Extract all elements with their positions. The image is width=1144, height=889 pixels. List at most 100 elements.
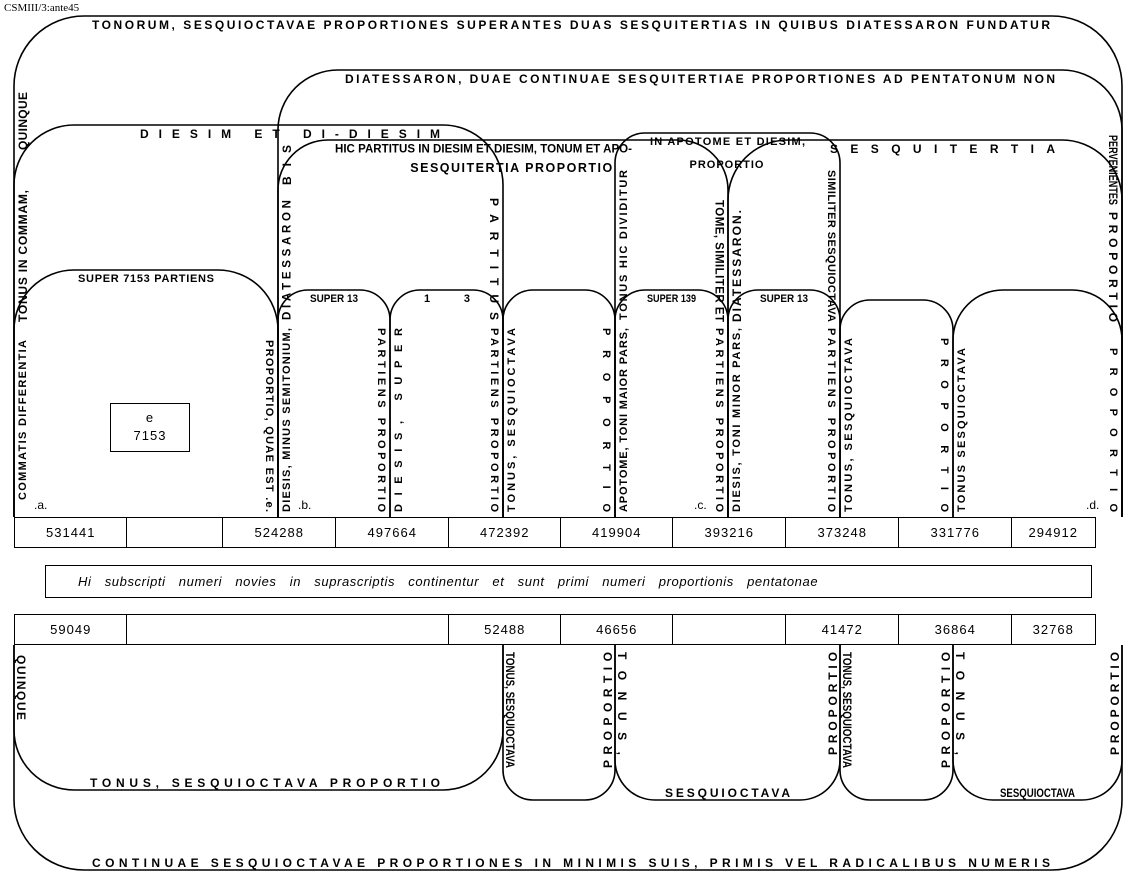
small-2-text-r: PARTIENS PROPORTIO: [488, 328, 500, 512]
number-cell: 331776: [898, 517, 1013, 548]
partitus-end-label: TOME, SIMILITER ET: [713, 200, 725, 322]
lower-outer-text-l: QUINQUE: [14, 655, 28, 720]
partitus-arch: [277, 139, 729, 517]
lower-outer-text-t: CONTINUAE SESQUIOCTAVAE PROPORTIONES IN …: [92, 856, 1050, 870]
tonus-dividitur-inner-label: PROPORTIO: [689, 159, 764, 171]
reference-label: CSMIII/3:ante45: [4, 2, 80, 14]
tonus-dividitur-text-l: TONUS HIC DIVIDITUR: [618, 170, 630, 320]
small-3-text-r: PROPORTIO: [600, 328, 612, 512]
comma-end-text-r: PARTITUS: [487, 198, 501, 320]
lower-outer-label: QUINQUE CONTINUAE SESQUIOCTAVAE PROPORTI…: [14, 655, 1050, 870]
number-cell: 59049: [14, 614, 128, 645]
sesquitertia-text-t: SESQUITERTIA: [830, 142, 1055, 156]
lower-4-text-r: PROPORTIO: [1108, 652, 1122, 755]
number-cell: 294912: [1011, 517, 1096, 548]
small-5-text-l: DIESIS, TONI MINOR PARS,: [731, 328, 743, 512]
small-7-label: TONUS SESQUIOCTAVA PROPORTIO: [956, 348, 1119, 512]
small-6-arch: [839, 299, 954, 517]
small-3-arch: [502, 289, 616, 517]
small-5-arch: [727, 289, 841, 517]
lower-1-text-l: TONUS, SESQUIOCTAVA: [503, 652, 517, 768]
tonus-dividitur-text-r: SIMILITER SESQUIOCTAVA: [825, 170, 837, 322]
point-label-c: .c.: [694, 498, 707, 512]
small-1-arch: [277, 289, 391, 517]
small-7-text-r: PROPORTIO: [1107, 348, 1119, 512]
lower-2-label: TONUS, SESQUIOCTAVA PROPORTIO: [615, 652, 840, 800]
partitus-label: DIATESSARON HIC PARTITUS IN DIESIM ET DI…: [282, 144, 633, 321]
lower-3-arch: [839, 645, 954, 801]
small-4-arch: [614, 289, 729, 517]
number-cell: 531441: [14, 517, 128, 548]
number-cell: 373248: [785, 517, 900, 548]
partitus-inner-label: SESQUITERTIA PROPORTIO: [410, 161, 613, 175]
small-1-label: DIESIS, MINUS SEMITONIUM, SUPER 13 PARTI…: [281, 293, 387, 512]
lower-2-arch: [614, 645, 841, 801]
number-cell: 419904: [560, 517, 674, 548]
small-5-label: DIESIS, TONI MINOR PARS, SUPER 13 PARTIE…: [731, 293, 837, 512]
number-cell: [126, 517, 224, 548]
small-7-text-l: TONUS SESQUIOCTAVA: [956, 348, 968, 512]
lower-3-text-r: PROPORTIO: [939, 652, 953, 768]
outer-arch: [13, 15, 1123, 517]
lower-1-label: TONUS, SESQUIOCTAVA PROPORTIO: [503, 652, 615, 768]
number-cell: 497664: [335, 517, 450, 548]
small-4-text-l: APOTOME, TONI MAIOR PARS,: [618, 328, 630, 512]
small-0-text-t: SUPER 7153 PARTIENS: [78, 273, 214, 285]
comma-value-box: e 7153: [110, 403, 190, 452]
bis-diatessaron-text-t: DIATESSARON, DUAE CONTINUAE SESQUITERTIA…: [345, 72, 1055, 86]
number-cell: 36864: [898, 614, 1013, 645]
number-cell: [126, 614, 450, 645]
sesquitertia-text-l: DIATESSARON.: [730, 210, 744, 322]
small-7-arch: [952, 289, 1123, 517]
small-2-text-t: 13: [424, 293, 470, 305]
number-cell: 524288: [222, 517, 337, 548]
number-cell: 46656: [560, 614, 674, 645]
lower-4-text-l: TONUS,: [953, 652, 967, 755]
comma-arch: [13, 124, 504, 517]
small-6-label: TONUS, SESQUIOCTAVA PROPORTIO: [843, 338, 950, 512]
number-cell: 41472: [785, 614, 900, 645]
lower-0-arch: [13, 645, 504, 791]
small-2-arch: [389, 289, 504, 517]
number-cell: [672, 614, 787, 645]
small-0-text-r: PROPORTIO, QUAE EST .e.: [263, 340, 275, 512]
small-1-text-l: DIESIS, MINUS SEMITONIUM,: [281, 328, 293, 512]
bis-diatessaron-arch: [277, 69, 1123, 517]
comma-label: TONUS IN COMMAM, DIESIM ET DI-DIESIM: [16, 127, 440, 322]
small-6-text-l: TONUS, SESQUIOCTAVA: [843, 338, 855, 512]
comma-end-label: PARTITUS: [487, 198, 501, 320]
small-0-text-l: COMMATIS DIFFERENTIA: [17, 340, 29, 500]
lower-2-text-l: TONUS,: [615, 652, 629, 755]
lower-2-text-r: PROPORTIO: [826, 652, 840, 755]
caption-box: Hi subscripti numeri novies in suprascri…: [45, 565, 1092, 598]
small-3-label: TONUS, SESQUIOCTAVA PROPORTIO: [506, 328, 612, 512]
small-4-text-r: PARTIENS PROPORTIO: [713, 328, 725, 512]
outer-text-l: QUINQUE: [16, 92, 30, 150]
lower-4-label: TONUS, SESQUIOCTAVA PROPORTIO: [953, 652, 1122, 800]
number-cell: 472392: [448, 517, 562, 548]
lower-1-text-r: PROPORTIO: [601, 652, 615, 768]
small-4-label: APOTOME, TONI MAIOR PARS, SUPER 139 PART…: [618, 293, 725, 512]
lower-0-text-t: TONUS, SESQUIOCTAVA PROPORTIO: [90, 776, 440, 790]
small-4-text-t: SUPER 139: [647, 293, 696, 305]
small-3-text-l: TONUS, SESQUIOCTAVA: [506, 328, 518, 512]
lower-4-text-t: SESQUIOCTAVA: [1000, 786, 1075, 800]
lower-4-arch: [952, 645, 1123, 801]
point-label-d: .d.: [1086, 498, 1100, 512]
number-cell: 32768: [1011, 614, 1096, 645]
lower-3-text-l: TONUS, SESQUIOCTAVA: [840, 652, 854, 768]
point-label-a: .a.: [34, 498, 48, 512]
small-0-arch: [13, 269, 279, 517]
small-6-text-r: PROPORTIO: [938, 338, 950, 512]
small-0-label: COMMATIS DIFFERENTIA SUPER 7153 PARTIENS…: [17, 273, 275, 512]
e-box-value: 7153: [133, 428, 167, 443]
lower-0-label: TONUS, SESQUIOCTAVA PROPORTIO: [90, 776, 440, 790]
lower-2-text-t: SESQUIOCTAVA: [665, 786, 790, 800]
bis-diatessaron-text-l: BIS: [280, 145, 294, 185]
small-1-text-r: PARTIENS PROPORTIO: [375, 328, 387, 512]
lower-3-label: TONUS, SESQUIOCTAVA PROPORTIO: [840, 652, 953, 768]
comma-text-l: TONUS IN COMMAM,: [16, 190, 30, 322]
partitus-text-l: DIATESSARON: [282, 200, 294, 320]
small-2-label: DIESIS, SUPER 13 PARTIENS PROPORTIO: [393, 293, 500, 512]
comma-text-t: DIESIM ET DI-DIESIM: [140, 127, 440, 141]
